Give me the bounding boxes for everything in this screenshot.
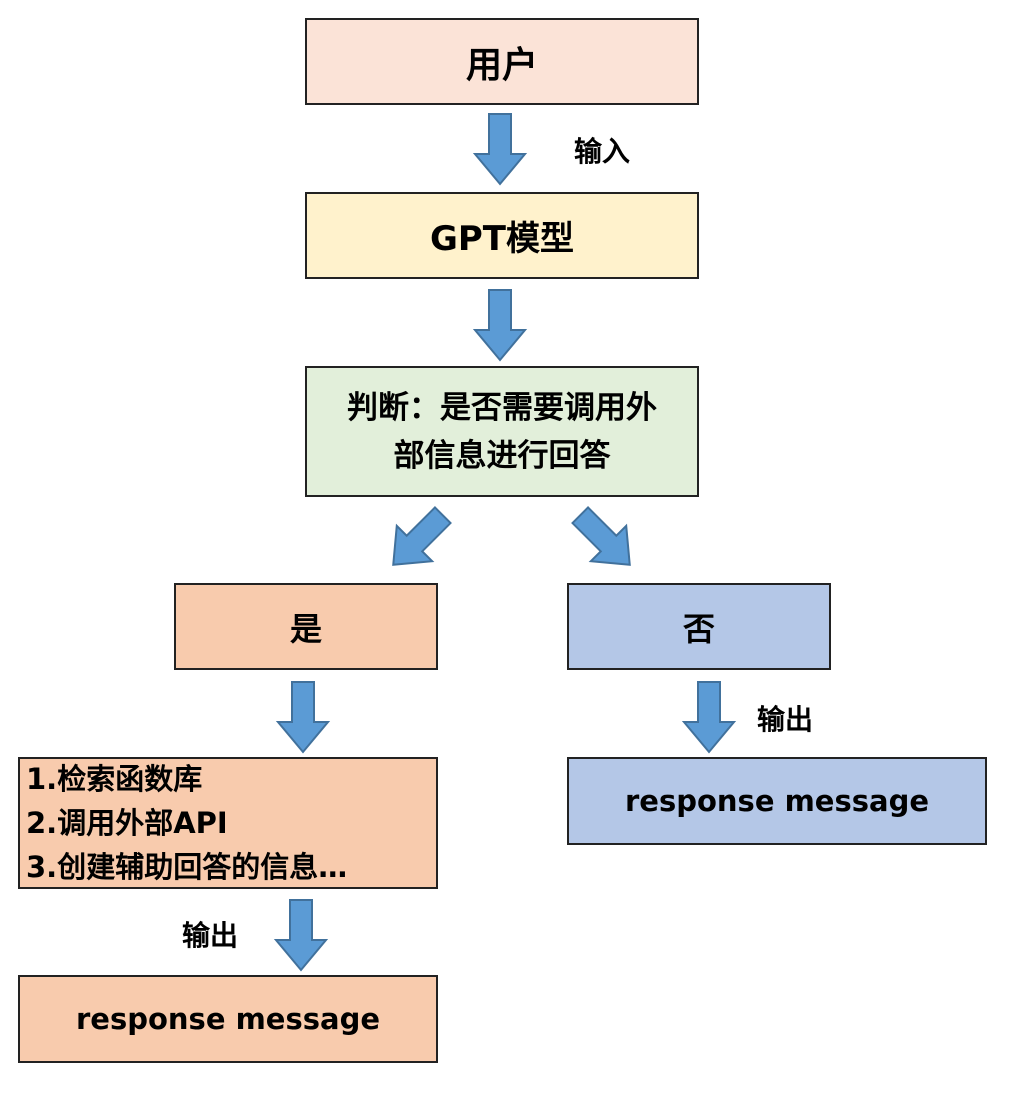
node-yes: 是 bbox=[174, 583, 438, 670]
node-decision: 判断：是否需要调用外 部信息进行回答 bbox=[305, 366, 699, 497]
node-gpt-model: GPT模型 bbox=[305, 192, 699, 279]
edge-label-input: 输入 bbox=[574, 135, 631, 168]
arrow-steps-to-response bbox=[273, 899, 329, 972]
node-user-label: 用户 bbox=[465, 44, 538, 86]
node-response-message-no-branch: response message bbox=[567, 757, 987, 845]
arrow-yes-to-steps bbox=[275, 681, 331, 754]
edge-label-output-left: 输出 bbox=[182, 919, 239, 952]
step-item-2: 2.调用外部API bbox=[26, 806, 228, 840]
node-no: 否 bbox=[567, 583, 831, 670]
node-user: 用户 bbox=[305, 18, 699, 105]
arrow-decision-to-yes bbox=[392, 506, 452, 566]
step-item-1: 1.检索函数库 bbox=[26, 762, 203, 796]
node-yes-label: 是 bbox=[289, 609, 322, 648]
node-external-steps: 1.检索函数库 2.调用外部API 3.创建辅助回答的信息… bbox=[18, 757, 438, 889]
edge-label-output-right: 输出 bbox=[757, 703, 814, 736]
node-decision-line-1: 判断：是否需要调用外 bbox=[347, 389, 657, 426]
arrow-decision-to-no bbox=[571, 506, 631, 566]
step-item-3: 3.创建辅助回答的信息… bbox=[26, 850, 348, 884]
node-no-label: 否 bbox=[682, 609, 715, 648]
response-message-label-right: response message bbox=[625, 784, 929, 818]
arrow-gpt-to-decision bbox=[472, 289, 528, 362]
arrow-no-to-response bbox=[681, 681, 737, 754]
node-decision-line-2: 部信息进行回答 bbox=[393, 437, 611, 474]
node-response-message-yes-branch: response message bbox=[18, 975, 438, 1063]
arrow-user-to-gpt bbox=[472, 113, 528, 186]
response-message-label-left: response message bbox=[76, 1002, 380, 1036]
node-gpt-model-label: GPT模型 bbox=[429, 219, 575, 259]
